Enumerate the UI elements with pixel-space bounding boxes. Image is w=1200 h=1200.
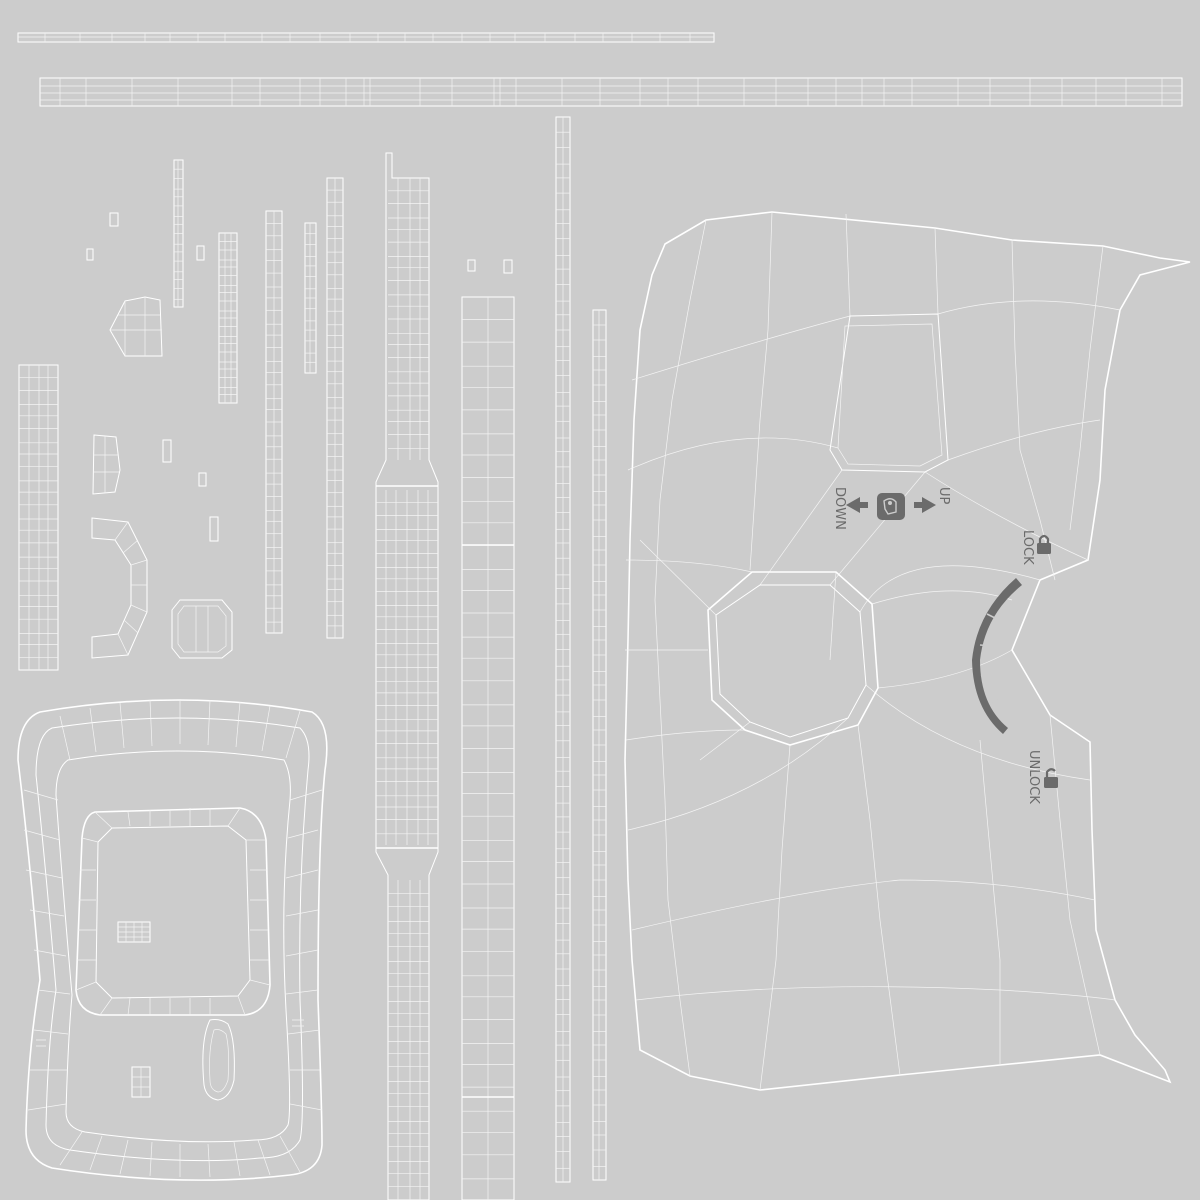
remote-cover-island <box>624 211 1191 1091</box>
rounded-box-island <box>171 599 233 659</box>
mesh-edge <box>924 471 1089 561</box>
mesh-edge <box>289 789 323 801</box>
lock-slider-arc <box>972 578 1022 734</box>
handle-curve-island <box>91 517 148 659</box>
mesh-edge <box>27 1103 67 1111</box>
mesh-edge <box>23 829 61 841</box>
mesh-edge <box>285 989 319 995</box>
left-grid-panel <box>18 364 59 671</box>
mesh-edge <box>119 1139 129 1175</box>
vertical-strip-c <box>265 210 283 634</box>
mesh-edge <box>934 227 939 315</box>
mesh-edge <box>235 701 241 748</box>
top-thin-strip <box>17 32 715 43</box>
mesh-edge <box>37 989 71 995</box>
mesh-edge <box>829 471 926 586</box>
down-arrow-icon <box>846 497 868 513</box>
mesh-edge <box>699 721 751 761</box>
mesh-edge <box>631 315 851 381</box>
mesh-edge <box>207 699 211 746</box>
down-label: DOWN <box>832 487 847 530</box>
up-arrow-icon <box>914 497 936 513</box>
mesh-edge <box>59 715 71 761</box>
mesh-edge <box>627 717 849 831</box>
mesh-edge <box>285 869 319 879</box>
remote-hand-icon <box>877 493 905 520</box>
mesh-edge <box>979 739 1001 1065</box>
mesh-edge <box>635 986 1116 1001</box>
mesh-edge <box>59 1131 83 1166</box>
vertical-strip-e <box>326 177 344 639</box>
mesh-edge <box>119 702 125 749</box>
mesh-edge <box>287 829 319 839</box>
mesh-edge <box>829 571 837 661</box>
long-strip-wide <box>461 296 515 1200</box>
mesh-edge <box>289 1103 323 1111</box>
mesh-edge <box>947 419 1101 461</box>
mesh-edge <box>937 300 1121 315</box>
mesh-edge <box>257 1139 271 1176</box>
mesh-edge <box>625 559 753 573</box>
mesh-edge <box>233 1141 241 1177</box>
unlock-label: UNLOCK <box>1026 750 1041 804</box>
long-strip-narrow-a <box>555 116 571 1183</box>
lock-open-icon <box>1044 768 1058 788</box>
mesh-edge <box>639 539 717 616</box>
vertical-strip-d <box>304 222 317 374</box>
mesh-edge <box>631 879 1096 931</box>
mesh-edge <box>871 590 1013 605</box>
long-strip-narrow-b <box>592 309 607 1181</box>
mesh-edge <box>149 1141 153 1177</box>
mesh-edge <box>279 1135 301 1173</box>
mesh-edge <box>285 949 319 957</box>
vertical-strip-b <box>218 232 238 404</box>
lock-closed-icon <box>1037 534 1051 554</box>
mesh-edge <box>877 649 1013 689</box>
mesh-edge <box>33 1029 69 1035</box>
mesh-edge <box>654 219 707 1077</box>
mesh-edge <box>285 909 319 917</box>
mesh-edge <box>759 469 843 586</box>
dome-island <box>109 296 163 357</box>
mesh-edge <box>287 1029 321 1035</box>
long-strip-neck <box>375 152 439 1200</box>
mesh-edge <box>625 729 746 741</box>
mesh-edge <box>859 565 1041 613</box>
mesh-edge <box>1049 714 1101 1056</box>
mesh-edge <box>845 213 851 317</box>
remote-body-island <box>17 699 328 1181</box>
mesh-edge <box>865 684 1091 781</box>
mesh-edge <box>207 1143 211 1178</box>
mesh-edge <box>33 949 67 957</box>
mesh-edge <box>89 707 97 753</box>
mesh-edge <box>627 437 839 471</box>
mesh-edge <box>759 744 791 1091</box>
mesh-edge <box>261 705 271 752</box>
small-uv-islands <box>86 212 513 542</box>
vertical-strip-a <box>173 159 184 308</box>
up-label: UP <box>936 487 951 505</box>
mesh-edge <box>89 1135 103 1171</box>
mesh-edge <box>749 211 773 571</box>
mesh-edge <box>857 724 901 1076</box>
mesh-edge <box>149 699 153 747</box>
mesh-edge <box>285 710 301 759</box>
top-wide-strip <box>39 77 1183 107</box>
mesh-edge <box>25 869 63 879</box>
small-tile-island <box>92 434 121 495</box>
mesh-edge <box>23 789 59 801</box>
mesh-edge <box>1069 245 1104 531</box>
mesh-edge <box>29 909 65 917</box>
mesh-edge <box>1011 239 1056 581</box>
lock-label: LOCK <box>1020 530 1035 565</box>
